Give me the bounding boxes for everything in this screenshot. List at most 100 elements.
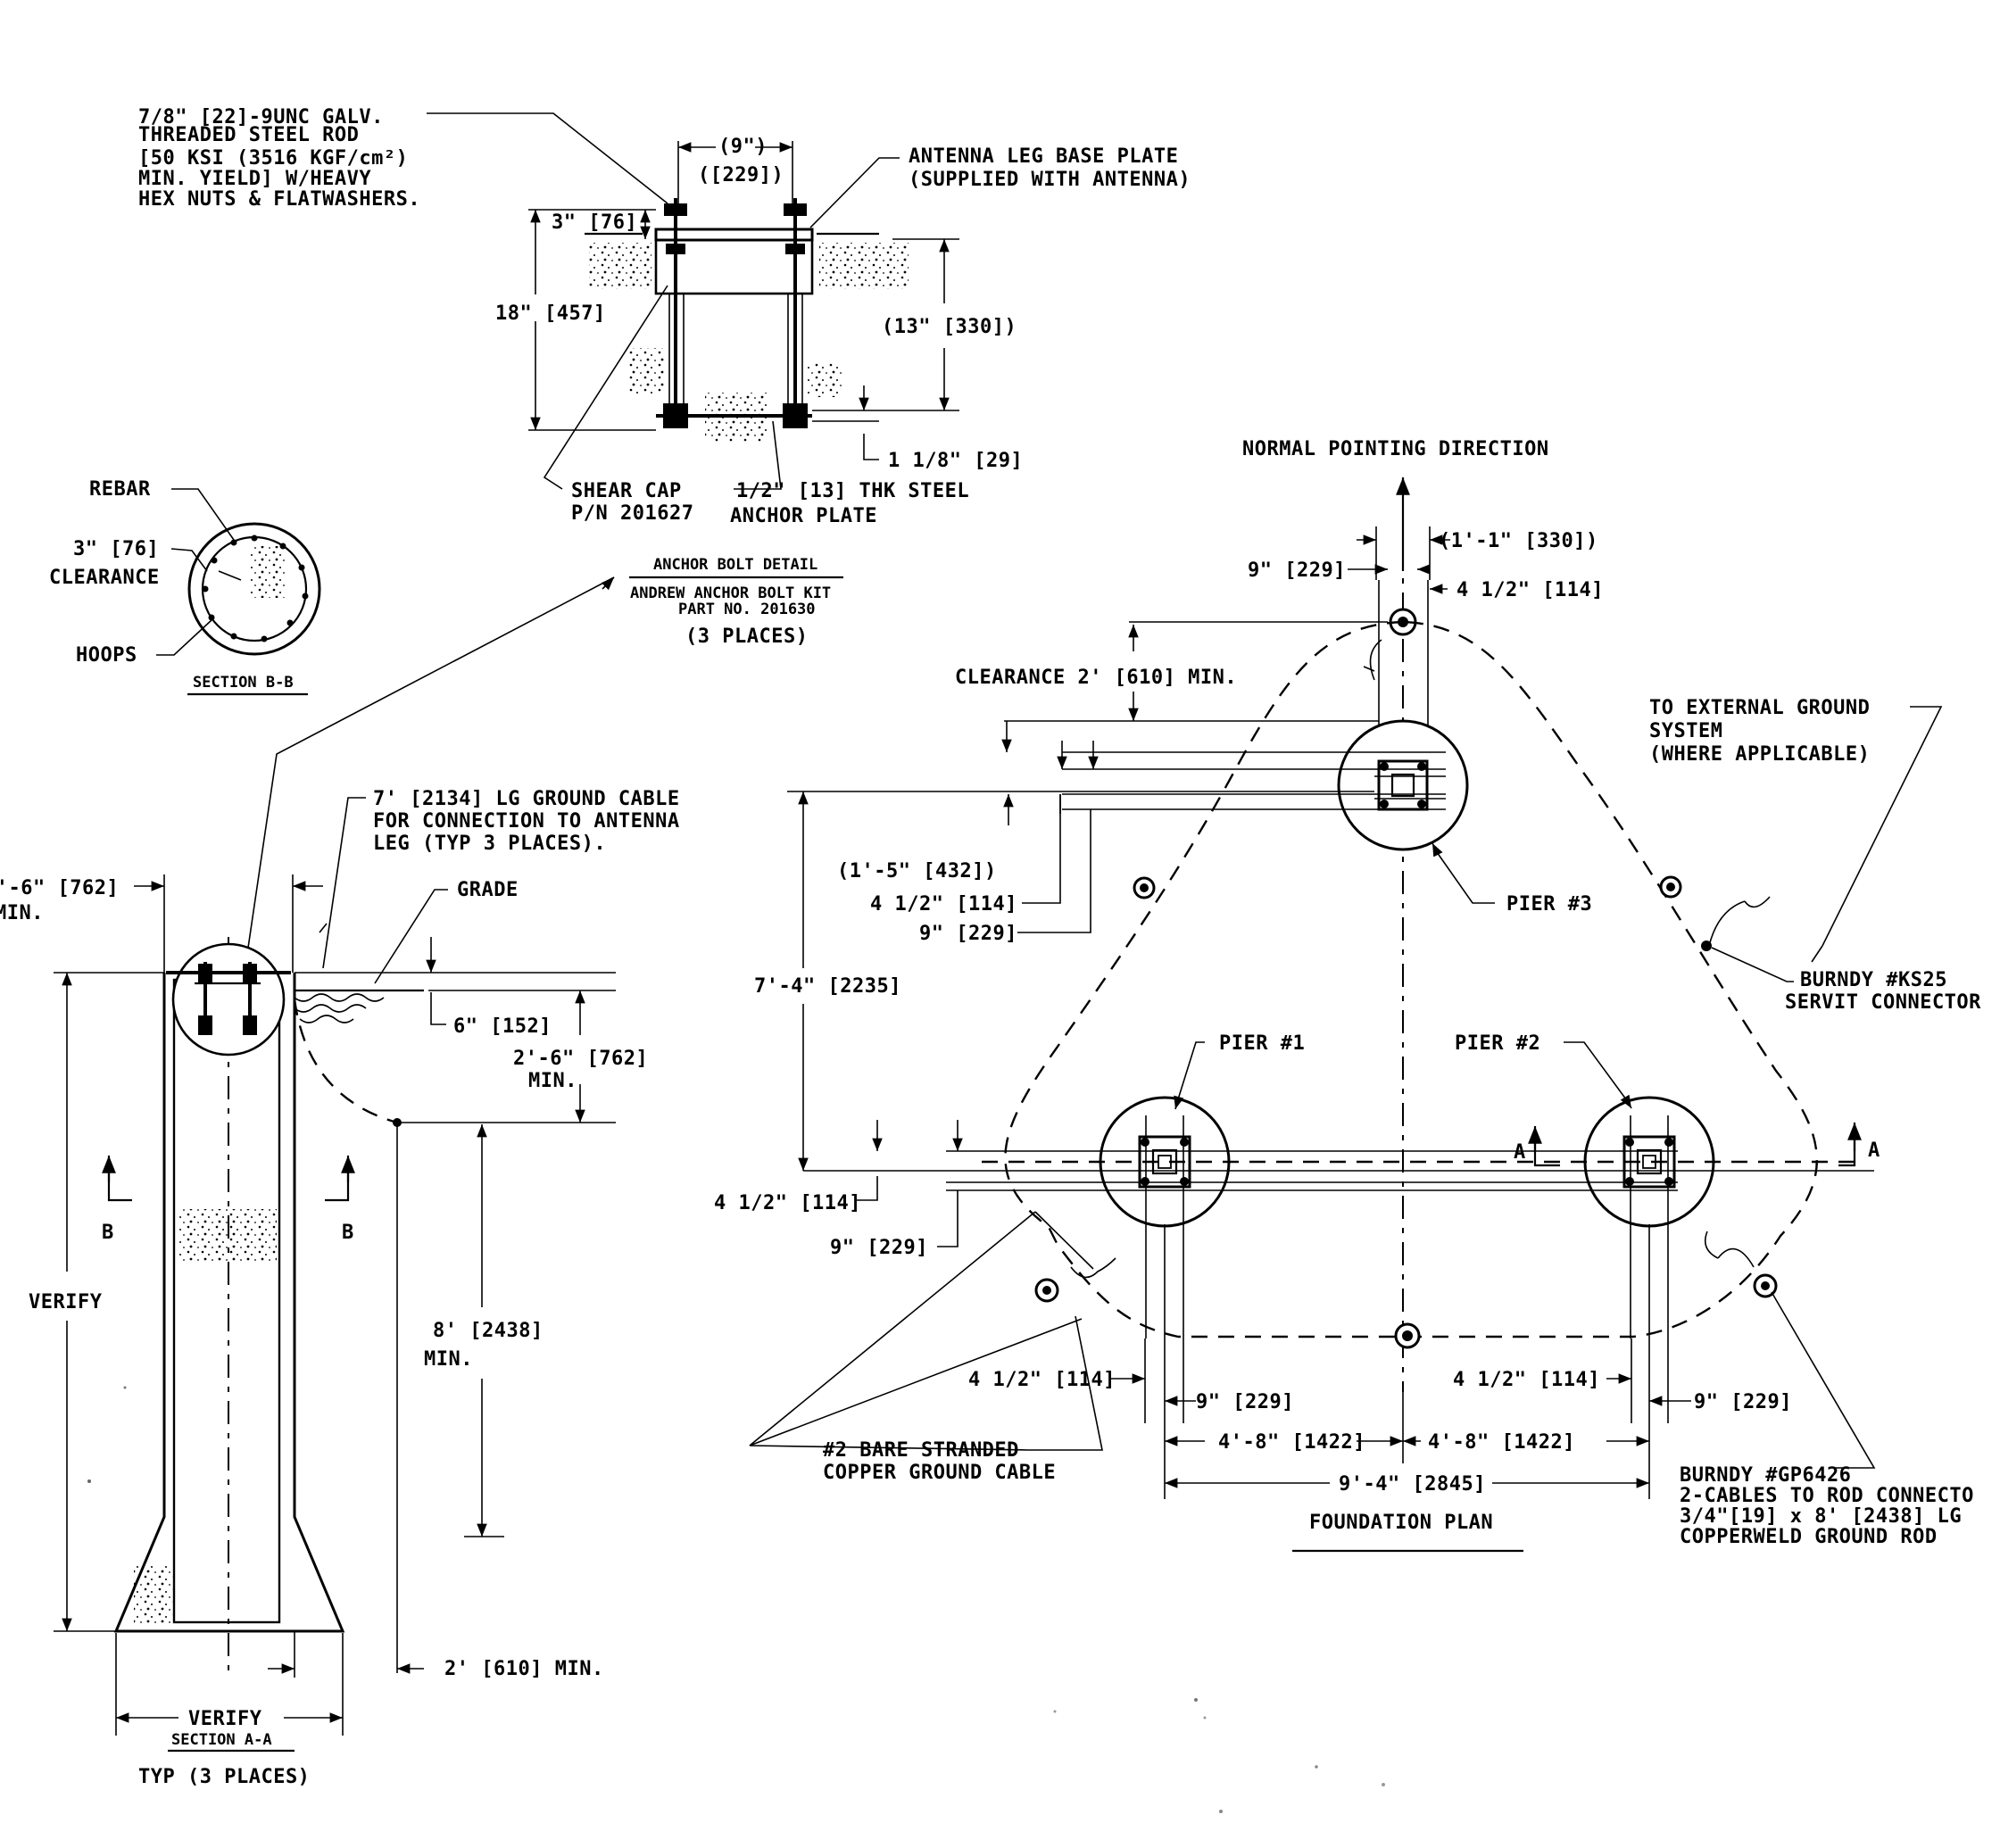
cable-note-1: #2 BARE STRANDED xyxy=(823,1439,1019,1462)
dim-1-1-label: (1'-1" [330]) xyxy=(1439,530,1598,552)
hex-nut xyxy=(663,403,688,416)
shear-cap-label-2: P/N 201627 xyxy=(571,502,693,525)
dim-9-4-label: 9'-4" [2845] xyxy=(1339,1473,1486,1496)
rod-note: 7/8" [22]-9UNC GALV. THREADED STEEL ROD … xyxy=(138,106,420,211)
hoops-leader xyxy=(156,619,212,656)
pier-2-leader xyxy=(1564,1041,1627,1100)
shear-cap-label-1: SHEAR CAP xyxy=(571,480,682,502)
pier-1-label: PIER #1 xyxy=(1219,1032,1305,1055)
cable-tag xyxy=(1363,639,1382,681)
base-plate-note-1: ANTENNA LEG BASE PLATE xyxy=(909,145,1178,168)
rod-note-line-2: THREADED STEEL ROD xyxy=(138,124,359,146)
verify-bottom-label: VERIFY xyxy=(188,1708,262,1730)
section-a-marker xyxy=(1838,1129,1856,1167)
burndy-gp-1: BURNDY #GP6426 xyxy=(1680,1464,1851,1487)
dim-9-b2-label: 9" [229] xyxy=(1694,1391,1792,1413)
anchor-detail-subtitle-1: ANDREW ANCHOR BOLT KIT xyxy=(630,584,831,602)
dim-leader xyxy=(863,434,879,460)
rod-note-line-3: [50 KSI (3516 KGF/cm²) xyxy=(138,147,408,170)
dim-leader xyxy=(857,1176,878,1201)
soil-hatch xyxy=(294,993,385,1023)
dim-9-mid-label: 9" [229] xyxy=(919,923,1017,945)
callout-arrow xyxy=(601,576,615,591)
dim-leader xyxy=(1017,809,1091,933)
ext-ground-line-3: (WHERE APPLICABLE) xyxy=(1649,743,1870,766)
a-right-label: A xyxy=(1868,1139,1880,1162)
clearance-label-2: CLEARANCE xyxy=(49,567,160,589)
concrete-hatch xyxy=(250,546,286,598)
cable-leader xyxy=(749,1211,1036,1446)
base-plate xyxy=(654,228,814,242)
pier-3-leg xyxy=(1390,773,1415,798)
cable-leader xyxy=(1034,1211,1094,1270)
dim-4-8-a-label: 4'-8" [1422] xyxy=(1218,1431,1365,1454)
hex-nut xyxy=(783,403,808,416)
rebar-dots xyxy=(202,535,309,642)
rod-note-line-4: MIN. YIELD] W/HEAVY xyxy=(138,168,371,190)
detail-callout-leader xyxy=(238,576,615,1009)
clearance-leader-2 xyxy=(218,570,242,581)
dim-13-label: (13" [330]) xyxy=(882,316,1017,338)
rebar-cage xyxy=(172,978,281,1624)
dim-3-label: 3" [76] xyxy=(552,211,637,234)
hex-nut xyxy=(666,244,685,254)
dim-6-label: 6" [152] xyxy=(453,1015,552,1038)
ground-cable-arc xyxy=(293,999,398,1124)
ext-ground-leader xyxy=(1822,706,1943,947)
rebar-leader xyxy=(171,488,235,541)
ground-cable-note-3: LEG (TYP 3 PLACES). xyxy=(373,833,606,855)
leader-arrow xyxy=(1174,1095,1184,1110)
grade-label: GRADE xyxy=(457,879,519,901)
section-b-marker xyxy=(107,1160,132,1202)
cable-leader xyxy=(1029,1315,1103,1451)
anchor-plate-leader xyxy=(734,420,782,490)
ground-cable-note-1: 7' [2134] LG GROUND CABLE xyxy=(373,788,680,810)
pier-3-label: PIER #3 xyxy=(1506,893,1592,916)
hex-nut xyxy=(785,244,805,254)
dim-2-6-right-1: 2'-6" [762] xyxy=(513,1048,648,1070)
rod-note-line-5: HEX NUTS & FLATWASHERS. xyxy=(138,188,420,211)
dim-leader xyxy=(937,1190,959,1247)
foundation-plan: NORMAL POINTING DIRECTION (1'-1" [330]) … xyxy=(714,438,1981,1553)
leader-arrow xyxy=(1432,842,1443,858)
pier-section-outer xyxy=(187,522,321,656)
burndy-ks25-1: BURNDY #KS25 xyxy=(1800,969,1947,991)
clearance-leader xyxy=(170,548,208,572)
foundation-plan-title: FOUNDATION PLAN xyxy=(1309,1512,1493,1534)
b-left-label: B xyxy=(102,1222,114,1244)
dim-9-b1-label: 9" [229] xyxy=(1196,1391,1294,1413)
normal-dir-label: NORMAL POINTING DIRECTION xyxy=(1242,438,1549,460)
dim-9-low-label: 9" [229] xyxy=(830,1237,928,1259)
ground-cable-leader xyxy=(322,797,366,969)
ext-ground-leader xyxy=(1811,945,1823,963)
pier-1-plate xyxy=(1138,1135,1191,1189)
verify-left-label: VERIFY xyxy=(29,1291,103,1313)
dim-2-6-right-2: MIN. xyxy=(528,1070,577,1092)
anchor-bolt-detail: 7/8" [22]-9UNC GALV. THREADED STEEL ROD … xyxy=(138,106,1191,648)
cable-leader xyxy=(749,1318,1083,1446)
anchor-detail-title: ANCHOR BOLT DETAIL xyxy=(653,556,817,574)
clearance-label-1: 3" [76] xyxy=(73,538,159,560)
burndy-gp-3: 3/4"[19] x 8' [2438] LG xyxy=(1680,1505,1962,1528)
hex-nut xyxy=(783,418,808,428)
section-b-title: SECTION B-B xyxy=(193,674,294,692)
dim-2-610-label: 2' [610] MIN. xyxy=(444,1658,604,1680)
concrete-hatch xyxy=(629,348,665,394)
ext-ground-line-2: SYSTEM xyxy=(1649,720,1722,742)
pier-3-leader xyxy=(1436,851,1495,904)
burndy-gp-4: COPPERWELD GROUND ROD xyxy=(1680,1526,1938,1548)
dim-leader xyxy=(1022,794,1061,904)
scan-specks xyxy=(87,1386,1385,1813)
anchor-callout-circle xyxy=(171,942,286,1057)
base-plate-leader xyxy=(809,157,900,228)
dim-4-5-mid-label: 4 1/2" [114] xyxy=(870,893,1017,916)
dim-4-5-top-label: 4 1/2" [114] xyxy=(1456,579,1604,601)
concrete-hatch xyxy=(819,243,909,289)
anchor-plate-label-1: 1/2" [13] THK STEEL xyxy=(736,480,969,502)
hex-nut xyxy=(198,1015,212,1035)
shear-cap-leader xyxy=(543,285,668,490)
grade-leader xyxy=(374,889,448,984)
burndy-ks25-2: SERVIT CONNECTOR xyxy=(1785,991,1981,1014)
hex-nut xyxy=(784,203,807,216)
